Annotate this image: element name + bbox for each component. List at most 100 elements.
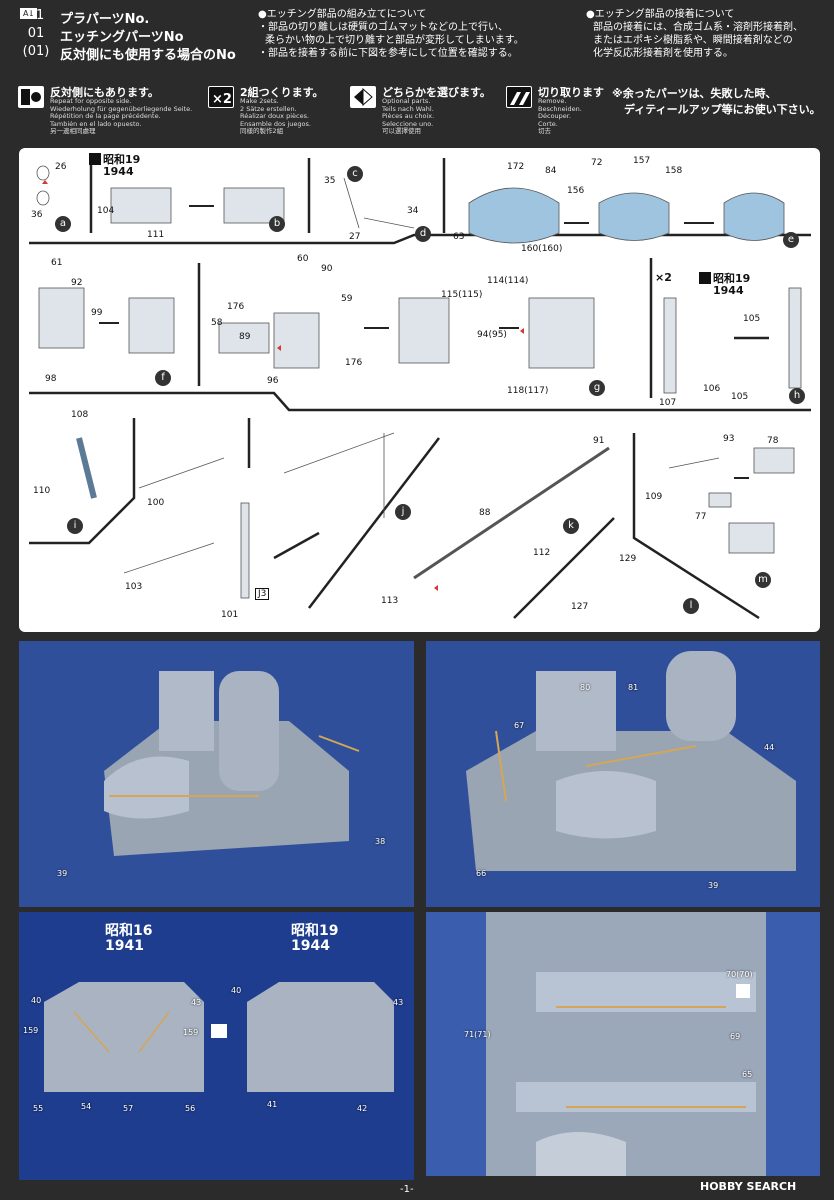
assembly-diagram-panel: 昭和19 1944 ×2 昭和19 1944 26 36 104 111 35 … bbox=[19, 148, 820, 632]
era-label-1944: 昭和19 1944 bbox=[89, 153, 140, 178]
symbol-sub-line: 同樣的製作2組 bbox=[240, 127, 284, 135]
symbol-sub-line: 切去 bbox=[538, 127, 551, 135]
photo-part-label: 39 bbox=[57, 869, 68, 878]
part-number: 104 bbox=[97, 206, 115, 216]
make-two-label: ×2 bbox=[655, 271, 672, 284]
part-number: 35 bbox=[324, 176, 336, 186]
step-marker: g bbox=[589, 380, 605, 396]
symbol-sub-line: También en el lado opuesto. bbox=[50, 119, 142, 128]
symbol-subtext: Optional parts. Teils nach Wahl. Pièces … bbox=[382, 97, 434, 136]
brand-watermark: HOBBY SEARCH bbox=[700, 1180, 797, 1193]
part-number: 98 bbox=[45, 374, 57, 384]
photo-part-label: 41 bbox=[267, 1100, 278, 1109]
make-two-icon: ×2 bbox=[208, 86, 234, 108]
part-number: 105 bbox=[743, 314, 761, 324]
photo-part-label: 70(70) bbox=[726, 970, 753, 979]
step-marker: l bbox=[683, 598, 699, 614]
photo-bridge-right: 80 81 67 44 66 39 bbox=[426, 641, 820, 907]
era-year: 1944 bbox=[103, 165, 134, 178]
part-number: 89 bbox=[239, 332, 251, 342]
optional-parts-icon bbox=[350, 86, 376, 108]
step-marker: f bbox=[155, 370, 171, 386]
era-name: 昭和19 bbox=[713, 272, 751, 285]
assembly-title: ●エッチング部品の組み立てについて bbox=[258, 9, 427, 20]
step-marker: a bbox=[55, 216, 71, 232]
symbol-sub-line: Seleccione uno. bbox=[382, 119, 434, 128]
part-number: 110 bbox=[33, 486, 51, 496]
part-number: 91 bbox=[593, 436, 605, 446]
part-number: 107 bbox=[659, 398, 677, 408]
leftover-parts-note: ※余ったパーツは、失敗した時、 ディティールアップ等にお使い下さい。 bbox=[612, 86, 821, 118]
symbol-title: 2組つくります。 bbox=[240, 86, 324, 99]
part-number: 108 bbox=[71, 410, 89, 420]
symbol-sub-line: 可以選擇使用 bbox=[382, 127, 421, 135]
symbol-title: 切り取ります bbox=[538, 86, 604, 99]
part-number: 156 bbox=[567, 186, 585, 196]
part-number: 114(114) bbox=[487, 276, 529, 286]
symbol-subtext: Repeat for opposite side. Wiederholung f… bbox=[50, 97, 192, 136]
symbol-sub-line: Corte. bbox=[538, 119, 558, 128]
part-number: 103 bbox=[125, 582, 143, 592]
part-number: 176 bbox=[345, 358, 363, 368]
part-number: 106 bbox=[703, 384, 721, 394]
header: A1 01 プラパーツNo. 01 エッチングパーツNo (01) 反対側にも使… bbox=[0, 0, 834, 140]
era-year: 1944 bbox=[713, 284, 744, 297]
step-marker: j bbox=[395, 504, 411, 520]
part-number: 77 bbox=[695, 512, 707, 522]
part-number: 26 bbox=[55, 162, 67, 172]
part-number: 158 bbox=[665, 166, 683, 176]
photo-part-label: 65 bbox=[742, 1070, 753, 1079]
legend-text: 反対側にも使用する場合のNo bbox=[60, 48, 236, 63]
opposite-side-icon bbox=[18, 86, 44, 108]
guide-arrows bbox=[42, 180, 524, 591]
legend-code: 01 bbox=[27, 8, 45, 23]
glue-line: またはエポキシ樹脂系や、瞬間接着剤などの bbox=[593, 35, 793, 46]
symbol-sub-line: 另一邊相同處理 bbox=[50, 127, 96, 135]
symbol-sub-line: Beschneiden. bbox=[538, 104, 582, 113]
symbol-sub-line: 2 Sätze erstellen. bbox=[240, 104, 297, 113]
part-number: 72 bbox=[591, 158, 603, 168]
part-number: 157 bbox=[633, 156, 651, 166]
part-number: 63 bbox=[453, 232, 465, 242]
symbol-sub-line: Make 2sets. bbox=[240, 97, 279, 105]
glue-line: 化学反応形接着剤を使用する。 bbox=[593, 48, 733, 59]
era-label-1944: 昭和19 1944 bbox=[291, 924, 338, 954]
symbol-subtext: Remove. Beschneiden. Découper. Corte. 切去 bbox=[538, 97, 582, 136]
photo-part-label: 43 bbox=[393, 998, 404, 1007]
photo-part-label: 159 bbox=[23, 1026, 39, 1035]
glue-title: ●エッチング部品の接着について bbox=[586, 9, 735, 20]
era-label-1944: 昭和19 1944 bbox=[699, 272, 750, 297]
photo-part-label: 54 bbox=[81, 1102, 92, 1111]
part-number: 61 bbox=[51, 258, 63, 268]
svg-text:×2: ×2 bbox=[212, 92, 232, 107]
assembly-line: 柔らかい物の上で切り離すと部品が変形してしまいます。 bbox=[265, 35, 524, 46]
part-outlines bbox=[36, 165, 802, 599]
step-marker: k bbox=[563, 518, 579, 534]
part-number: 172 bbox=[507, 162, 525, 172]
part-number: 109 bbox=[645, 492, 663, 502]
step-marker: m bbox=[755, 572, 771, 588]
warning-line: ※余ったパーツは、失敗した時、 bbox=[612, 87, 777, 100]
part-number: 27 bbox=[349, 232, 361, 242]
symbol-subtext: Make 2sets. 2 Sätze erstellen. Réalizar … bbox=[240, 97, 311, 136]
cut-icon bbox=[506, 86, 532, 108]
page-tag: A1 bbox=[20, 8, 37, 19]
photo-part-label: 81 bbox=[628, 683, 639, 692]
step-marker: h bbox=[789, 388, 805, 404]
photo-bridge-left: 39 38 bbox=[19, 641, 414, 907]
part-number: 59 bbox=[341, 294, 353, 304]
photo-model-render bbox=[466, 651, 796, 871]
symbol-sub-line: Remove. bbox=[538, 97, 567, 105]
symbol-sub-line: Ensamble dos juegos. bbox=[240, 119, 311, 128]
part-number: J3 bbox=[255, 588, 270, 600]
part-number: 96 bbox=[267, 376, 279, 386]
photo-part-label: 57 bbox=[123, 1104, 134, 1113]
legend-text: エッチングパーツNo bbox=[60, 30, 184, 45]
era-name: 昭和19 bbox=[103, 153, 141, 166]
era-name: 昭和16 bbox=[105, 923, 153, 939]
photo-model-render bbox=[44, 982, 394, 1092]
part-number: 99 bbox=[91, 308, 103, 318]
make-two-badge: ×2 bbox=[655, 272, 672, 284]
step-marker: b bbox=[269, 216, 285, 232]
photo-part-label: 66 bbox=[476, 869, 487, 878]
